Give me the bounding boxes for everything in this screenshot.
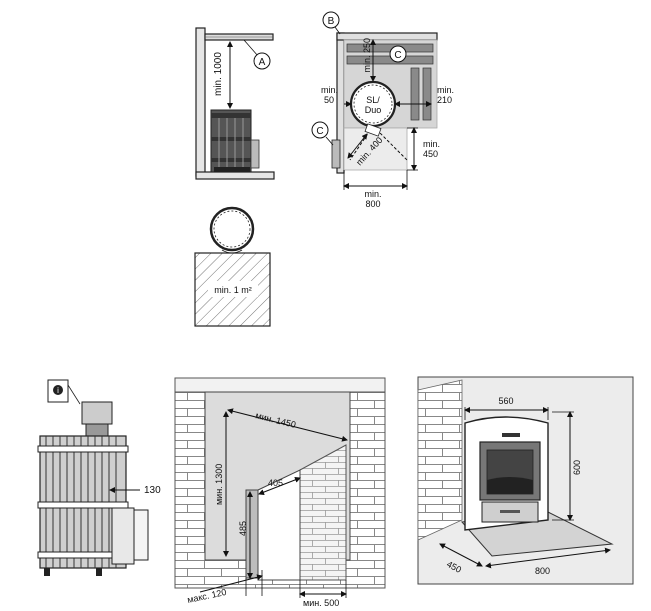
floor-plate-diagram: min. 1 m² <box>194 206 271 327</box>
label-max-120: макс. 120 <box>186 587 227 605</box>
label-800-fp: 800 <box>535 566 550 576</box>
insert-logo <box>502 433 520 437</box>
side-view-clearance: min. 1000 A <box>195 27 275 180</box>
side-floor <box>195 171 275 180</box>
label-min-50-line2: 50 <box>324 95 334 105</box>
stove-label-line1: SL/ <box>366 95 380 105</box>
bench-right-2 <box>422 67 432 121</box>
dim-line-405 <box>258 477 301 495</box>
label-130: 130 <box>144 485 161 496</box>
bench-top-1 <box>346 43 434 53</box>
floor-stove-circle <box>209 206 255 252</box>
label-min-210-line1: min. <box>437 85 454 95</box>
label-min-50-line1: min. <box>321 85 338 95</box>
label-405: 405 <box>268 478 283 488</box>
side-protection-plate <box>331 139 341 169</box>
callout-b-label: B <box>328 16 335 27</box>
label-min-1000: min. 1000 <box>213 52 224 96</box>
label-min-250: min. 250 <box>362 38 372 73</box>
callout-c-left-label: C <box>316 126 323 137</box>
label-min-450-line2: 450 <box>423 149 438 159</box>
dim-line-400 <box>347 133 368 159</box>
callout-c-top-label: C <box>394 50 401 61</box>
info-icon <box>53 385 63 395</box>
label-560: 560 <box>498 396 513 406</box>
floor-plate-label: min. 1 m² <box>214 285 252 295</box>
label-min-210-line2: 210 <box>437 95 452 105</box>
fireplace-brick-wall <box>417 379 463 541</box>
label-min-1300: мин. 1300 <box>214 464 224 505</box>
plan-wall-top <box>336 32 438 41</box>
label-min-800-line1: min. <box>364 189 381 199</box>
callout-a-circle <box>253 52 271 70</box>
side-stove <box>210 109 260 173</box>
info-icon-letter: i <box>57 386 59 395</box>
label-min-800-line2: 800 <box>365 199 380 209</box>
callout-c-top-circle <box>389 45 407 63</box>
wall-opening-diagram: мин. 1450 мин. 1300 405 485 макс. 120 ми… <box>174 377 386 608</box>
bench-top-2 <box>346 55 434 65</box>
dim-line-120 <box>199 574 263 593</box>
stove-label-line2: Duo <box>365 105 382 115</box>
label-485: 485 <box>238 521 248 536</box>
bench-right-1 <box>410 67 420 121</box>
dim-line-800-fp <box>485 547 611 569</box>
side-wall <box>195 27 206 177</box>
label-600: 600 <box>572 460 582 475</box>
label-min-500: мин. 500 <box>303 598 339 608</box>
plan-view-clearance: SL/ Duo min. 250 min. 50 min. 210 min. 4… <box>311 11 454 209</box>
callout-a-label: A <box>259 57 266 68</box>
callout-b-circle <box>322 11 340 29</box>
dim-line-1450 <box>227 408 348 442</box>
fireplace-diagram: 560 600 450 800 <box>417 376 634 585</box>
stove-elevation: i 130 <box>37 379 161 576</box>
callout-c-left-circle <box>311 121 329 139</box>
dim-line-450-fp <box>439 543 483 567</box>
label-min-450-line1: min. <box>423 139 440 149</box>
